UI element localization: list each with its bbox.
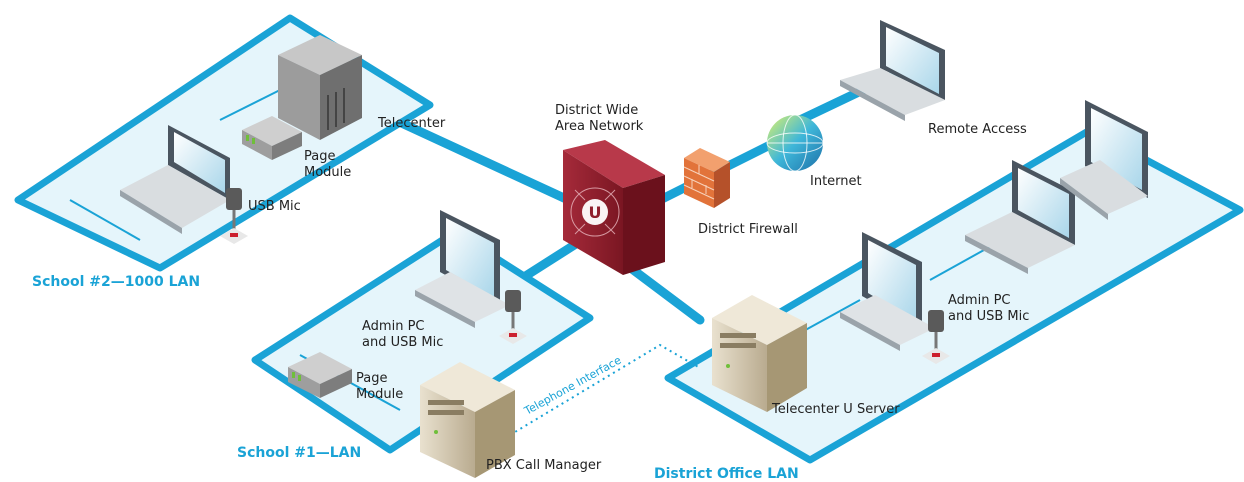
firewall-icon <box>683 148 730 208</box>
admin-pc-school1 <box>415 210 510 328</box>
laptop-district-2 <box>1060 100 1148 220</box>
u-server-label: Telecenter U Server <box>771 402 900 417</box>
telephone-interface-label: Telephone Interface <box>521 353 623 418</box>
remote-access-label: Remote Access <box>928 122 1027 137</box>
usb-mic-school2 <box>220 188 248 244</box>
telecenter-u-server <box>712 295 807 412</box>
page-module-school2 <box>242 116 302 160</box>
district-zone-label: District Office LAN <box>654 466 799 482</box>
pbx-server <box>420 362 515 478</box>
wan-router-box: U <box>563 140 665 275</box>
usb-mic-school2-label: USB Mic <box>248 199 301 214</box>
laptop-school2 <box>120 125 230 234</box>
telephone-interface-link <box>504 343 701 439</box>
internet-globe-icon <box>766 114 824 172</box>
school2-zone-label: School #2—1000 LAN <box>32 274 200 290</box>
zone-labels: School #2—1000 LAN School #1—LAN Distric… <box>32 274 799 482</box>
telecenter-label: Telecenter <box>377 116 446 131</box>
usb-mic-district <box>922 310 950 364</box>
telecenter-unit <box>278 35 362 140</box>
school1-zone-label: School #1—LAN <box>237 445 361 461</box>
usb-mic-school1 <box>499 290 527 344</box>
firewall-label: District Firewall <box>698 222 798 237</box>
school2-lan-zone <box>14 14 434 272</box>
page-module-school1 <box>288 352 352 398</box>
laptop-district-1 <box>965 160 1075 274</box>
laptop-remote <box>840 20 945 121</box>
pbx-label: PBX Call Manager <box>486 458 602 473</box>
admin-pc-district <box>840 232 935 351</box>
svg-text:U: U <box>589 203 602 222</box>
internet-label: Internet <box>810 174 862 189</box>
